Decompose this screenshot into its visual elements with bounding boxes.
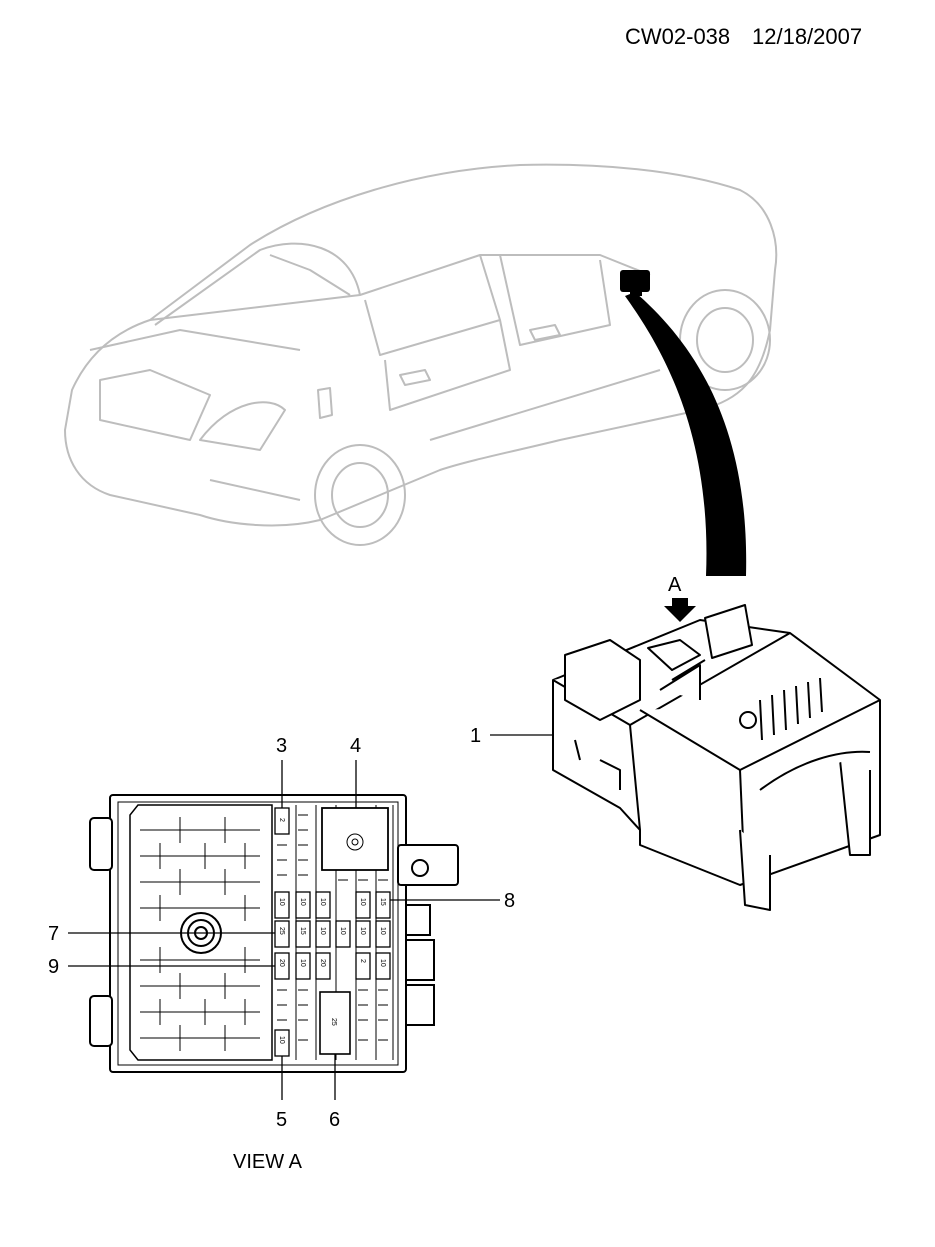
fuse-label: 20 xyxy=(278,959,285,967)
callout-7-label: 7 xyxy=(48,923,59,945)
fuse-label: 10 xyxy=(319,898,326,906)
fuse-label: 10 xyxy=(379,927,386,935)
fuse-label: 25 xyxy=(278,927,285,935)
fuse-label: 2 xyxy=(278,818,285,822)
fuse-label: 10 xyxy=(379,959,386,967)
fuse-label: 10 xyxy=(319,927,326,935)
callout-1: 1 xyxy=(470,725,553,747)
callout-4-label: 4 xyxy=(350,735,361,757)
connector-on-car xyxy=(620,270,650,296)
fuse-label: 15 xyxy=(299,927,306,935)
fuse-block-isometric xyxy=(552,604,881,911)
fuse-label: 10 xyxy=(278,898,285,906)
fuse-label: 10 xyxy=(359,898,366,906)
view-arrow-label: A xyxy=(668,574,682,596)
fuse-label: 10 xyxy=(359,927,366,935)
callout-3-label: 3 xyxy=(276,735,287,757)
callout-5-label: 5 xyxy=(276,1109,287,1131)
callout-8-label: 8 xyxy=(504,890,515,912)
fuse-label: 20 xyxy=(319,959,326,967)
view-a-callouts xyxy=(68,760,500,1100)
fuse-label: 10 xyxy=(339,927,346,935)
callout-1-label: 1 xyxy=(470,725,481,747)
document-code: CW02-038 xyxy=(625,24,730,49)
fuse-label: 10 xyxy=(299,959,306,967)
fuse-label: 10 xyxy=(278,1036,285,1044)
callout-9-label: 9 xyxy=(48,956,59,978)
document-date: 12/18/2007 xyxy=(752,24,862,49)
view-arrow: A xyxy=(664,574,696,622)
harness-sweep xyxy=(625,292,747,576)
callout-6-label: 6 xyxy=(329,1109,340,1131)
fuse-label: 10 xyxy=(299,898,306,906)
car-illustration xyxy=(64,163,778,546)
fuse-label: 2 xyxy=(359,959,366,963)
view-caption: VIEW A xyxy=(233,1151,303,1173)
fuse-label: 25 xyxy=(330,1018,337,1026)
fuse-labels: 2 10 10 10 10 15 25 15 10 10 10 10 20 10… xyxy=(278,818,386,1044)
fuse-label: 15 xyxy=(379,898,386,906)
